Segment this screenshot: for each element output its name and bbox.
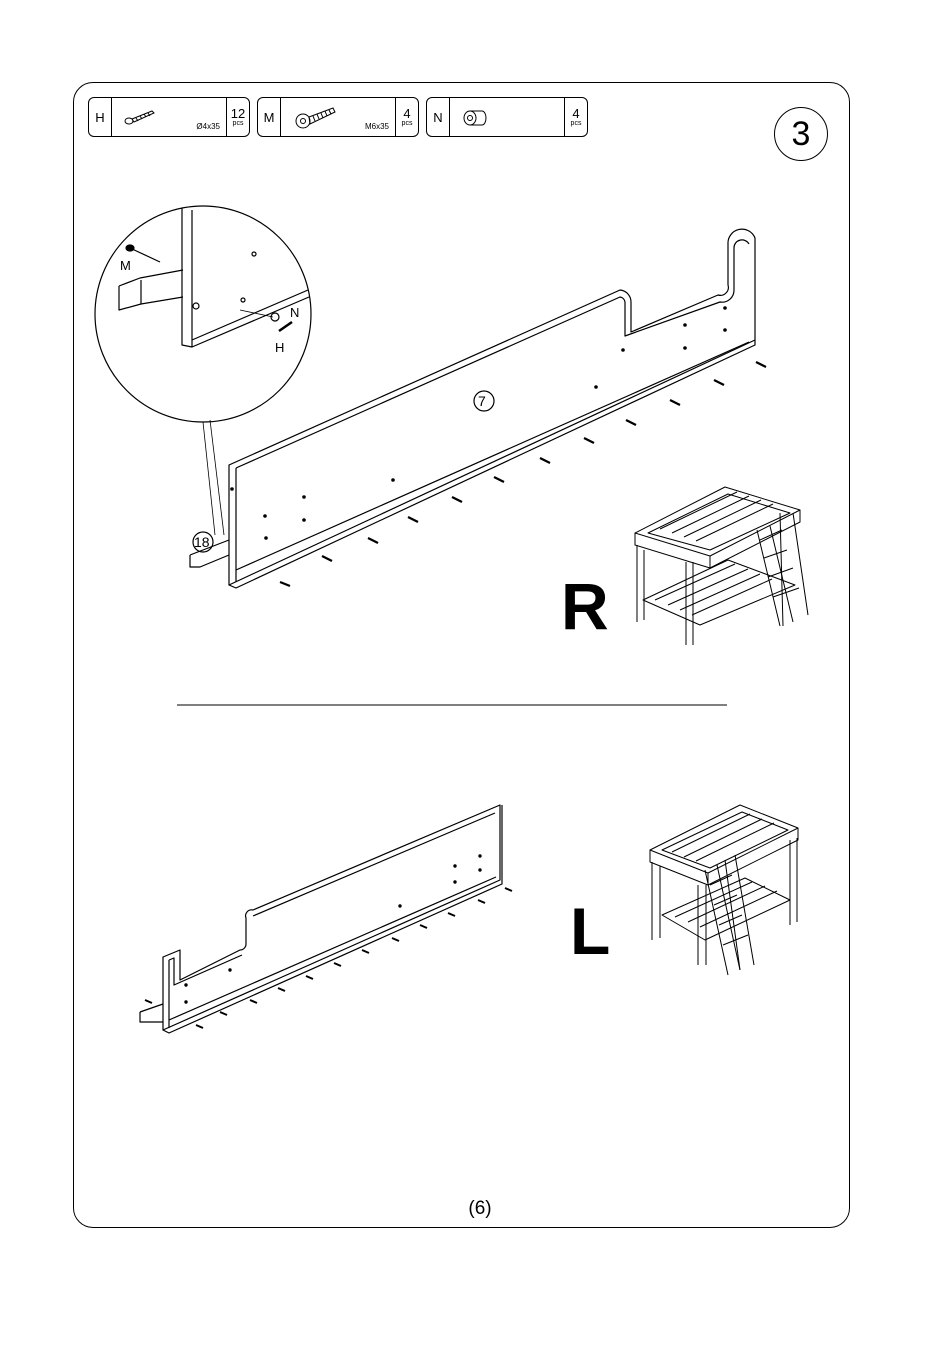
rail-left bbox=[140, 1004, 163, 1022]
detail-magnifier bbox=[95, 206, 311, 422]
panel-holes-left bbox=[185, 855, 481, 1003]
detail-joint bbox=[119, 208, 309, 347]
bunk-bed-left bbox=[650, 805, 798, 975]
panel-holes-right bbox=[231, 307, 726, 539]
rail-label: 18 bbox=[194, 534, 210, 550]
panel-label: 7 bbox=[478, 393, 486, 409]
left-version-label: L bbox=[570, 898, 610, 964]
right-version-label: R bbox=[561, 573, 609, 639]
screws-right bbox=[280, 362, 766, 586]
side-panel-left bbox=[163, 805, 502, 1033]
screw-callout: H bbox=[275, 340, 284, 355]
page-number: (6) bbox=[450, 1198, 510, 1220]
nut-callout: N bbox=[290, 305, 299, 320]
bunk-bed-right bbox=[635, 487, 808, 645]
side-panel-right bbox=[229, 229, 755, 588]
bolt-callout: M bbox=[120, 258, 131, 273]
